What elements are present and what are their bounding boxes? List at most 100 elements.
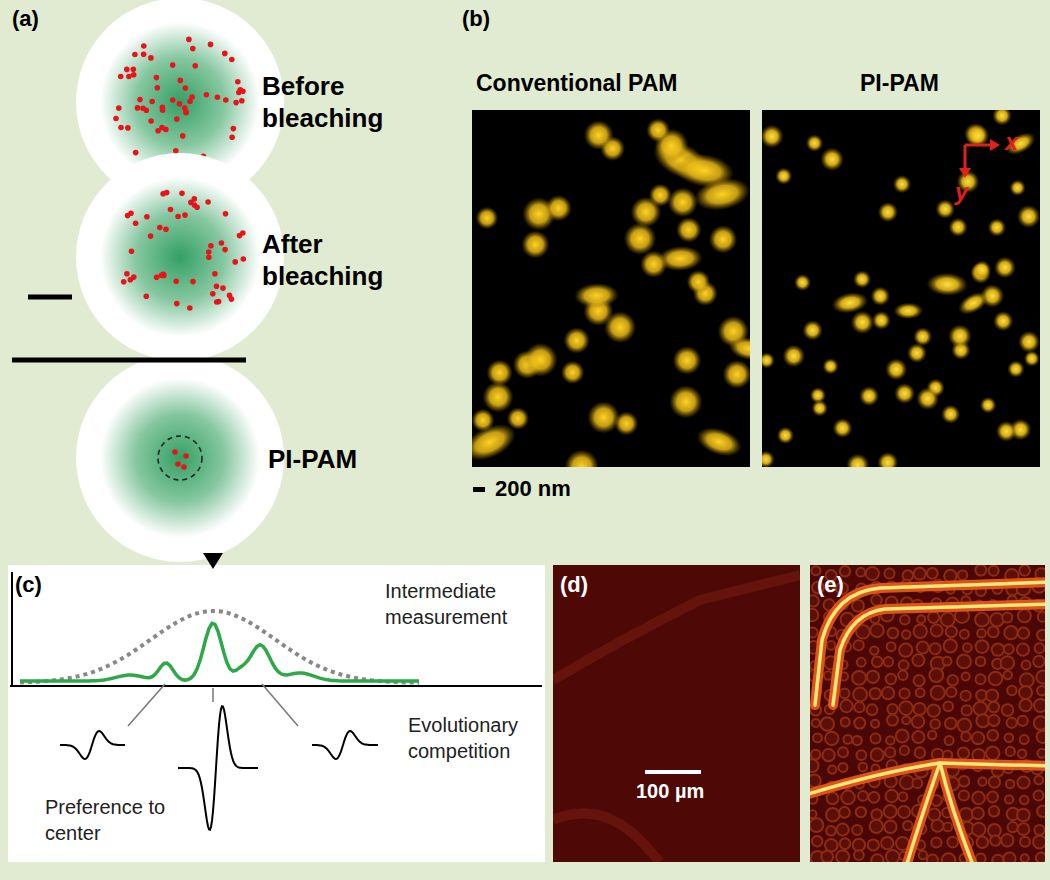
cell	[813, 734, 822, 743]
cell	[881, 837, 893, 849]
cell	[886, 850, 899, 862]
cell	[978, 778, 986, 786]
yellow-blob	[693, 422, 745, 461]
cell	[1008, 822, 1018, 832]
yellow-blob	[859, 386, 879, 406]
red-dot	[208, 243, 214, 249]
divider-line	[12, 358, 246, 363]
vessel	[815, 582, 1045, 705]
cell	[823, 749, 835, 761]
yellow-blob	[588, 401, 620, 433]
yellow-blob	[762, 125, 784, 148]
cell	[1019, 686, 1032, 699]
red-dot	[175, 461, 181, 467]
red-dot	[206, 254, 212, 260]
yellow-blob	[820, 148, 844, 172]
red-dot	[192, 63, 198, 69]
label: Evolutionary competition	[408, 712, 543, 764]
scale-bar	[473, 487, 485, 492]
cell	[1001, 656, 1014, 669]
cell	[928, 612, 939, 623]
cell	[840, 838, 851, 849]
red-dot	[148, 233, 154, 239]
red-dot	[229, 57, 235, 63]
cell	[989, 702, 1000, 713]
cell	[992, 855, 1003, 862]
x-axis	[10, 685, 542, 687]
cell	[841, 718, 850, 727]
red-dot	[187, 99, 193, 105]
red-dot	[113, 116, 119, 122]
cell	[990, 613, 1003, 626]
red-dot	[174, 301, 180, 307]
yellow-blob	[1010, 180, 1026, 196]
cell	[866, 567, 879, 580]
red-dot	[125, 125, 131, 131]
cell	[840, 688, 850, 698]
cell	[853, 736, 862, 745]
yellow-blob	[980, 397, 996, 413]
yellow-blob	[669, 385, 702, 418]
pi-pam-image	[762, 110, 1040, 467]
yellow-blob	[936, 199, 955, 218]
cell	[841, 791, 855, 805]
cell	[912, 654, 924, 666]
white-disc	[76, 153, 284, 361]
cell	[871, 720, 879, 728]
cell	[1017, 776, 1029, 788]
red-dot	[183, 110, 189, 116]
cell	[902, 716, 910, 724]
cell	[840, 700, 852, 712]
yellow-blob	[727, 334, 750, 363]
intermediate-curve	[20, 611, 419, 683]
cell	[914, 568, 926, 580]
red-dot	[116, 105, 122, 111]
cell	[826, 808, 839, 821]
cell	[977, 629, 986, 638]
label: Preference to center	[45, 794, 195, 846]
red-dot	[157, 225, 163, 231]
cell	[986, 747, 999, 760]
yellow-blob	[723, 360, 750, 389]
cell	[961, 691, 971, 701]
red-dot	[168, 207, 174, 213]
yellow-blob	[668, 187, 698, 217]
cell	[1034, 716, 1045, 730]
yellow-blob	[851, 311, 874, 334]
yellow-blob	[604, 311, 636, 343]
cell	[885, 747, 895, 757]
x-arrow-head	[990, 139, 1000, 151]
bleaching-circles	[76, 0, 284, 562]
cell	[972, 823, 985, 836]
cell	[810, 609, 818, 621]
cell	[919, 851, 927, 859]
cell	[1019, 565, 1030, 576]
yellow-blob	[507, 407, 529, 429]
pam-blobs	[472, 118, 750, 467]
yellow-blob	[846, 454, 869, 467]
cell	[989, 806, 999, 816]
label: Before bleaching	[262, 70, 422, 134]
red-dot	[187, 305, 193, 311]
cell	[886, 674, 896, 684]
label: After bleaching	[262, 228, 422, 292]
cell	[960, 630, 969, 639]
cell	[1033, 835, 1045, 848]
yellow-blob	[546, 195, 572, 221]
vessel	[833, 604, 1045, 705]
cell	[1034, 699, 1045, 712]
label: y	[955, 178, 968, 206]
cell	[1017, 809, 1030, 822]
cell	[1037, 630, 1045, 641]
cell	[857, 658, 866, 667]
cell	[931, 837, 941, 847]
cell	[977, 837, 988, 848]
leader-line	[262, 684, 298, 726]
cell	[810, 818, 823, 832]
red-dot	[144, 214, 150, 220]
cell	[896, 730, 909, 743]
yellow-blob	[988, 218, 1006, 236]
red-dot	[233, 100, 239, 106]
cell	[902, 630, 910, 638]
cell	[899, 792, 908, 801]
